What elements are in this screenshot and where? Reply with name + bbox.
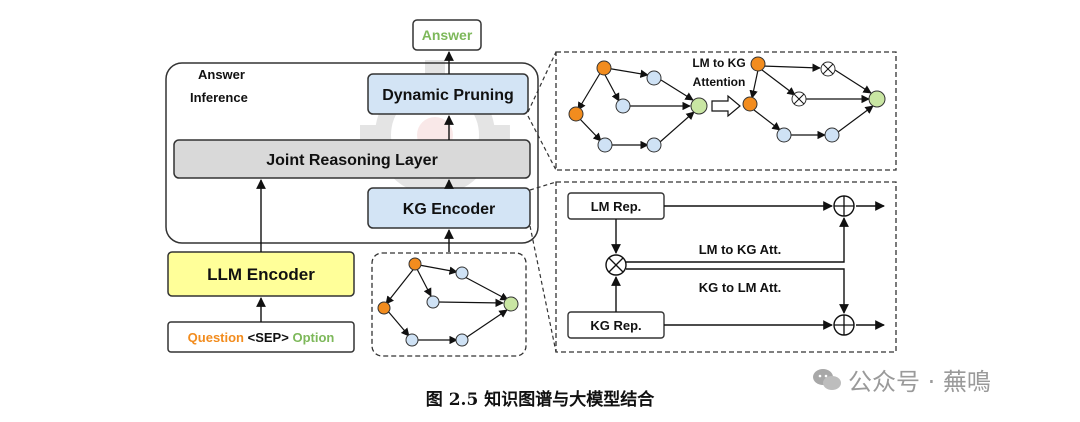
kg-to-lm-att-label: KG to LM Att. <box>699 280 782 295</box>
connector-top <box>527 51 557 113</box>
attention-graph-before-nodes <box>568 60 708 153</box>
answer-inference-label-2: Inference <box>190 90 248 105</box>
kg-rep-label: KG Rep. <box>590 318 641 333</box>
graph-node-orange <box>408 257 422 271</box>
hollow-arrow-icon <box>711 94 741 118</box>
input-graph <box>385 264 509 345</box>
connector-mid <box>527 115 557 171</box>
graph-node-blue <box>824 127 840 143</box>
pruned-node-cross <box>822 63 834 75</box>
graph-node-blue <box>776 127 792 143</box>
graph-node-orange <box>568 106 584 122</box>
figure-caption: 图 2.5 知识图谱与大模型结合 <box>425 390 655 410</box>
dynamic-pruning-label: Dynamic Pruning <box>382 87 514 104</box>
llm-encoder-label: LLM Encoder <box>207 265 315 284</box>
input-text: Question <SEP> Option <box>188 330 335 345</box>
graph-node-orange <box>377 301 391 315</box>
graph-node-blue <box>597 137 613 153</box>
answer-label: Answer <box>422 27 473 43</box>
graph-node-blue <box>615 98 631 114</box>
input-graph-nodes <box>377 257 519 347</box>
sep-label: <SEP> <box>248 330 290 345</box>
graph-node-blue <box>455 333 469 347</box>
lm-to-kg-att-label: LM to KG Att. <box>699 242 782 257</box>
answer-box <box>412 19 482 51</box>
joint-reasoning-label: Joint Reasoning Layer <box>266 152 438 169</box>
watermark-text: 公众号 · 蕪鳴 <box>848 368 991 396</box>
graph-node-blue <box>426 295 440 309</box>
answer-inference-label-1: Answer <box>198 67 245 82</box>
graph-node-green <box>690 97 708 115</box>
lm-rep-label: LM Rep. <box>591 199 642 214</box>
pruning-detail-panel <box>555 51 897 171</box>
question-label: Question <box>188 330 244 345</box>
dynamic-pruning-box <box>367 73 529 115</box>
graph-node-blue <box>646 137 662 153</box>
graph-node-green <box>868 90 886 108</box>
attention-graph-after <box>749 63 874 140</box>
fusion-arrows <box>611 201 885 330</box>
fusion-detail-panel <box>555 181 897 353</box>
option-label: Option <box>292 330 334 345</box>
graph-node-green <box>503 296 519 312</box>
graph-node-blue <box>455 266 469 280</box>
attention-graph-after-nodes <box>742 56 886 143</box>
reasoning-container <box>165 62 539 244</box>
attention-graph-before <box>577 67 695 150</box>
attention-label-2: Attention <box>693 75 746 89</box>
attention-label-1: LM to KG <box>692 56 745 70</box>
connector-low <box>529 181 557 191</box>
wechat-icon <box>813 368 841 390</box>
graph-node-blue <box>646 70 662 86</box>
graph-node-orange <box>596 60 612 76</box>
graph-node-orange <box>742 96 758 112</box>
kg-encoder-label: KG Encoder <box>403 201 495 218</box>
graph-node-blue <box>405 333 419 347</box>
joint-reasoning-box <box>173 139 531 179</box>
connector-bottom <box>529 225 557 353</box>
input-graph-box <box>371 252 527 357</box>
watermark: 公众号 · 蕪鳴 <box>812 362 991 397</box>
pruned-node-cross <box>793 93 805 105</box>
graph-node-orange <box>750 56 766 72</box>
multiply-op-cross <box>608 257 624 273</box>
